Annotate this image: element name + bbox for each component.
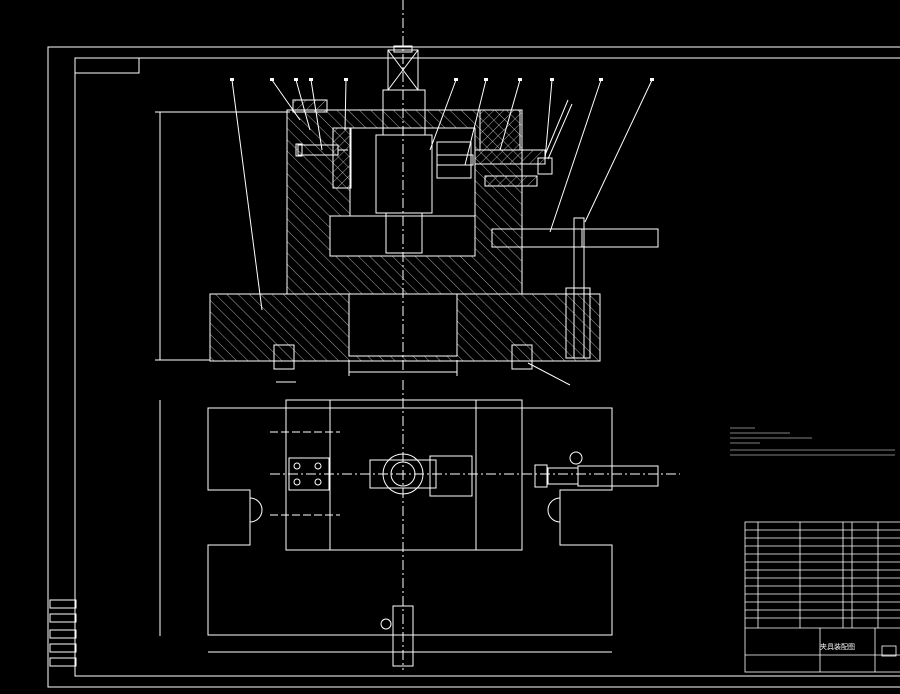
- drawing-title: 夹具装配图: [820, 643, 855, 651]
- inner-frame: [74, 57, 900, 677]
- callout-leaders: [231, 79, 653, 386]
- technical-notes: [730, 427, 895, 456]
- top-left-tag: [74, 57, 140, 74]
- bom-table: [744, 521, 900, 673]
- margin-strips: [49, 599, 77, 667]
- callout-numbers: [230, 78, 654, 81]
- front-section-view: [155, 0, 659, 383]
- top-plan-view: [159, 380, 680, 670]
- outer-frame: [47, 46, 900, 688]
